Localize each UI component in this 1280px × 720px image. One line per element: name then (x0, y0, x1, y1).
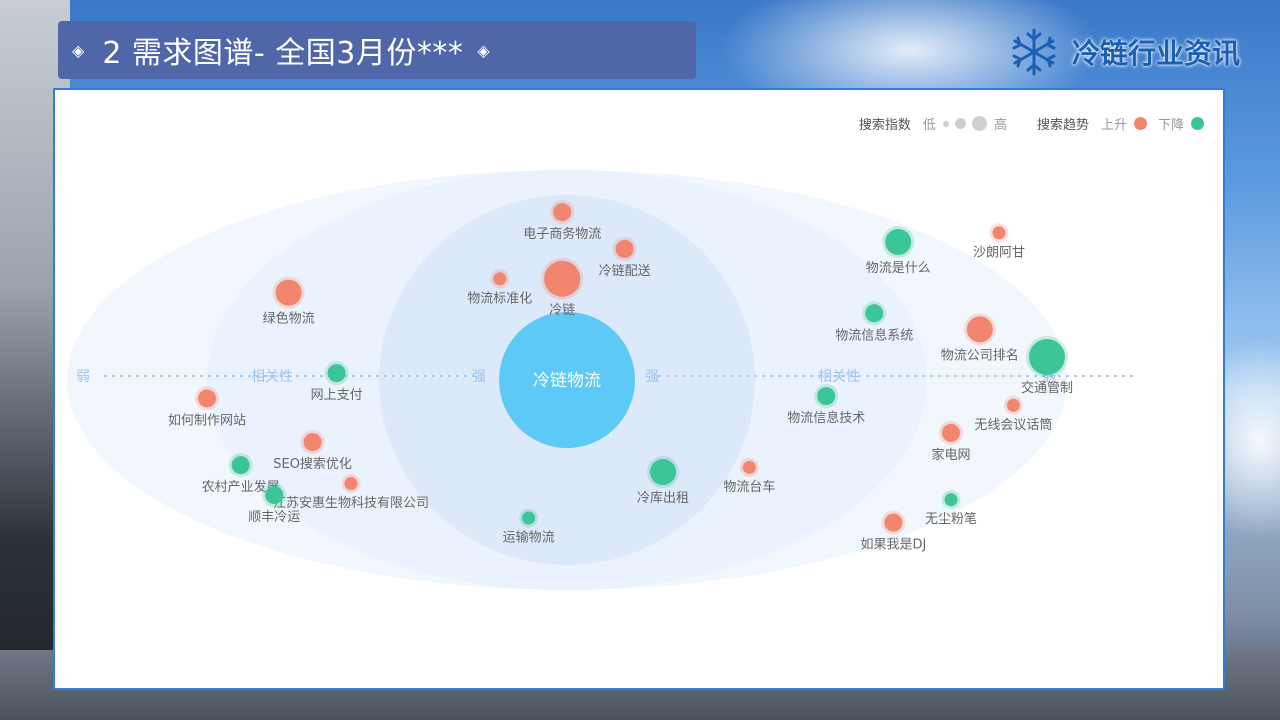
keyword-label: 物流信息技术 (787, 410, 865, 426)
keyword-point[interactable] (650, 459, 676, 485)
keyword-point[interactable] (231, 456, 250, 475)
keyword-label: 交通管制 (1021, 380, 1073, 396)
keyword-label: SEO搜索优化 (273, 457, 352, 472)
center-node (499, 312, 635, 448)
keyword-label: 顺丰冷运 (248, 510, 300, 525)
keyword-point[interactable] (493, 272, 507, 286)
keyword-label: 农村产业发展 (202, 479, 280, 495)
keyword-point[interactable] (942, 423, 960, 442)
center-node-label: 冷链物流 (533, 371, 601, 391)
legend-down: 下降 (1157, 118, 1184, 133)
keyword-point[interactable] (885, 229, 912, 255)
keyword-label: 江苏安惠生物科技有限公司 (273, 495, 429, 511)
keyword-point[interactable] (303, 433, 322, 452)
axis-label-inner-right: 强 (645, 369, 659, 385)
legend-size-medium (954, 118, 966, 129)
keyword-label: 冷链配送 (599, 264, 651, 279)
keyword-label: 网上支付 (311, 388, 363, 403)
demand-graph: 弱相关性强强相关性弱 冷链物流 电子商务物流冷链配送冷链物流标准化绿色物流物流是… (67, 170, 1136, 590)
brand-name: 冷链行业资讯 (1072, 37, 1241, 70)
keyword-label: 物流公司排名 (941, 347, 1019, 363)
axis-label-inner-left: 强 (472, 369, 486, 385)
keyword-label: 如果我是DJ (860, 537, 926, 553)
chart-panel: 弱相关性强强相关性弱 冷链物流 电子商务物流冷链配送冷链物流标准化绿色物流物流是… (53, 88, 1225, 690)
keyword-point[interactable] (865, 304, 884, 323)
keyword-label: 如何制作网站 (168, 412, 246, 428)
legend-trend-label: 搜索趋势 (1036, 118, 1089, 133)
keyword-label: 物流是什么 (866, 261, 931, 276)
keyword-label: 无尘粉笔 (925, 511, 977, 527)
snowflake-icon (1012, 28, 1056, 76)
legend-high: 高 (993, 118, 1007, 133)
axis-label-right-mid: 相关性 (818, 369, 860, 385)
keyword-point[interactable] (544, 260, 581, 297)
keyword-point[interactable] (742, 460, 756, 474)
keyword-point[interactable] (992, 226, 1006, 240)
axis-label-left-mid: 相关性 (251, 369, 293, 385)
keyword-label: 电子商务物流 (523, 226, 601, 242)
keyword-point[interactable] (615, 239, 634, 258)
keyword-label: 无线会议话筒 (974, 417, 1052, 433)
legend: 搜索指数 低 高 搜索趋势 上升 下降 (859, 114, 1207, 133)
axis-label-left: 弱 (76, 369, 90, 385)
legend-down-dot (1191, 117, 1204, 130)
keyword-label: 物流台车 (723, 479, 775, 495)
keyword-point[interactable] (198, 389, 216, 408)
keyword-point[interactable] (344, 477, 358, 490)
keyword-point[interactable] (327, 364, 346, 383)
brand-logo: 冷链行业资讯 (1008, 24, 1240, 80)
slide-title-bar: ◈ 2 需求图谱- 全国3月份*** ◈ (58, 21, 696, 79)
keyword-point[interactable] (275, 279, 302, 306)
keyword-point[interactable] (966, 316, 993, 343)
keyword-label: 家电网 (931, 447, 970, 463)
keyword-label: 绿色物流 (263, 311, 315, 327)
keyword-point[interactable] (884, 513, 903, 532)
slide-title: 2 需求图谱- 全国3月份*** (102, 36, 464, 71)
keyword-label: 冷库出租 (637, 490, 689, 506)
diamond-icon: ◈ (477, 40, 490, 60)
keyword-point[interactable] (944, 493, 958, 507)
legend-size-small (942, 120, 949, 127)
keyword-point[interactable] (817, 387, 836, 406)
keyword-label: 物流标准化 (467, 291, 532, 306)
legend-index-label: 搜索指数 (858, 118, 911, 133)
keyword-label: 物流信息系统 (835, 327, 913, 343)
keyword-label: 运输物流 (503, 530, 555, 546)
diamond-icon: ◈ (72, 40, 85, 60)
keyword-point[interactable] (522, 511, 536, 525)
keyword-point[interactable] (1006, 398, 1020, 412)
legend-up-dot (1133, 117, 1147, 130)
legend-up: 上升 (1100, 118, 1127, 133)
legend-size-large (971, 116, 987, 131)
legend-low: 低 (922, 118, 936, 133)
keyword-point[interactable] (265, 486, 284, 504)
keyword-point[interactable] (553, 203, 572, 222)
keyword-label: 沙朗阿甘 (973, 245, 1025, 260)
keyword-point[interactable] (1029, 339, 1065, 375)
keyword-label: 冷链 (549, 303, 575, 318)
